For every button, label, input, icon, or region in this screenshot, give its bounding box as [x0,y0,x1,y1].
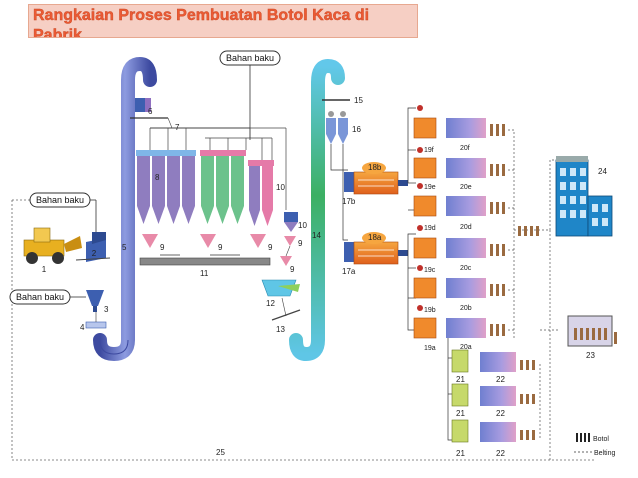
hopper-6 [135,98,151,112]
label-19e: 19e [424,184,436,191]
inspection-table-23 [567,315,617,347]
legend-bottle: Botol [593,436,609,443]
furnace-18a [344,232,408,265]
label-9e: 9 [290,265,295,274]
label-20b: 20b [460,305,472,312]
diagram-title: Rangkaian Proses Pembuatan Botol Kaca di… [33,7,370,38]
label-23: 23 [586,351,595,360]
exit-bottles [518,226,539,236]
label-21a: 21 [456,375,465,384]
label-20e: 20e [460,184,472,191]
label-9b: 9 [218,243,223,252]
raw-material-text: Bahan baku [36,195,84,205]
label-18a: 18a [368,233,382,242]
silo-group-10 [248,160,274,226]
label-17a: 17a [342,267,356,276]
label-15: 15 [354,96,363,105]
label-6: 6 [148,107,153,116]
forming-row-21b [451,383,516,407]
label-14: 14 [312,231,321,240]
label-19b: 19b [424,307,436,314]
bottle-rows [490,124,505,336]
forming-row-b [413,277,486,299]
label-19d: 19d [424,225,436,232]
label-3: 3 [104,305,109,314]
legend: Botol Belting [574,433,616,457]
silo-10b [284,212,298,232]
funnel-3 [86,290,104,312]
feed-hopper [75,232,111,262]
forming-row-f [413,117,486,139]
label-22b: 22 [496,409,505,418]
label-21c: 21 [456,449,465,458]
label-9a: 9 [160,243,165,252]
wheel-loader [23,227,82,264]
forming-row-21c [451,419,516,443]
forming-row-d [413,195,486,217]
silo-group-8 [136,150,196,224]
bucket-elevator-14 [289,58,345,362]
collection-belts [508,129,560,460]
label-12: 12 [266,299,275,308]
label-24: 24 [598,167,607,176]
label-19f: 19f [424,147,434,154]
label-18b: 18b [368,163,382,172]
label-10a: 10 [276,183,285,192]
label-16: 16 [352,125,361,134]
gob-drops [417,105,423,311]
distribution-lines [407,107,452,441]
label-20a: 20a [460,344,472,351]
batch-hopper-16 [326,111,348,144]
label-7: 7 [175,123,180,132]
label-21b: 21 [456,409,465,418]
label-9c: 9 [268,243,273,252]
forming-row-e [413,157,486,179]
forming-row-c [413,237,486,259]
raw-material-text: Bahan baku [16,292,64,302]
silo-feed-lines [149,127,287,210]
label-1: 1 [42,265,47,274]
raw-material-label-left-1: Bahan baku [29,192,91,208]
label-13: 13 [276,325,285,334]
label-20d: 20d [460,224,472,231]
label-9d: 9 [298,239,303,248]
label-2: 2 [92,249,97,258]
label-20f: 20f [460,145,470,152]
conveyor-11 [139,254,271,266]
lower-bottles [520,360,535,440]
label-5: 5 [122,243,127,252]
raw-material-label-top: Bahan baku [219,50,281,66]
raw-material-label-left-2: Bahan baku [9,289,71,305]
legend-belting: Belting [594,450,616,457]
label-19c: 19c [424,267,436,274]
title-banner: Rangkaian Proses Pembuatan Botol Kaca di… [28,4,418,38]
label-22c: 22 [496,449,505,458]
warehouse-building-24 [555,156,613,237]
silo-group-green [200,150,246,224]
label-4: 4 [80,323,85,332]
raw-material-text: Bahan baku [226,53,274,63]
label-19a: 19a [424,345,436,352]
label-17b: 17b [342,197,356,206]
return-belt-line [11,200,596,461]
label-25: 25 [216,448,225,457]
furnace-18b [344,162,408,195]
label-22a: 22 [496,375,505,384]
label-11: 11 [200,269,209,278]
label-8: 8 [155,173,160,182]
forming-row-a [413,317,486,339]
label-10b: 10 [298,221,307,230]
mixer-12 [261,279,300,297]
bottle-legend-icon [576,433,590,442]
forming-row-21a [451,349,516,373]
weigh-scale-4 [85,321,107,329]
weigh-hoppers-9 [142,234,296,266]
label-20c: 20c [460,265,472,272]
